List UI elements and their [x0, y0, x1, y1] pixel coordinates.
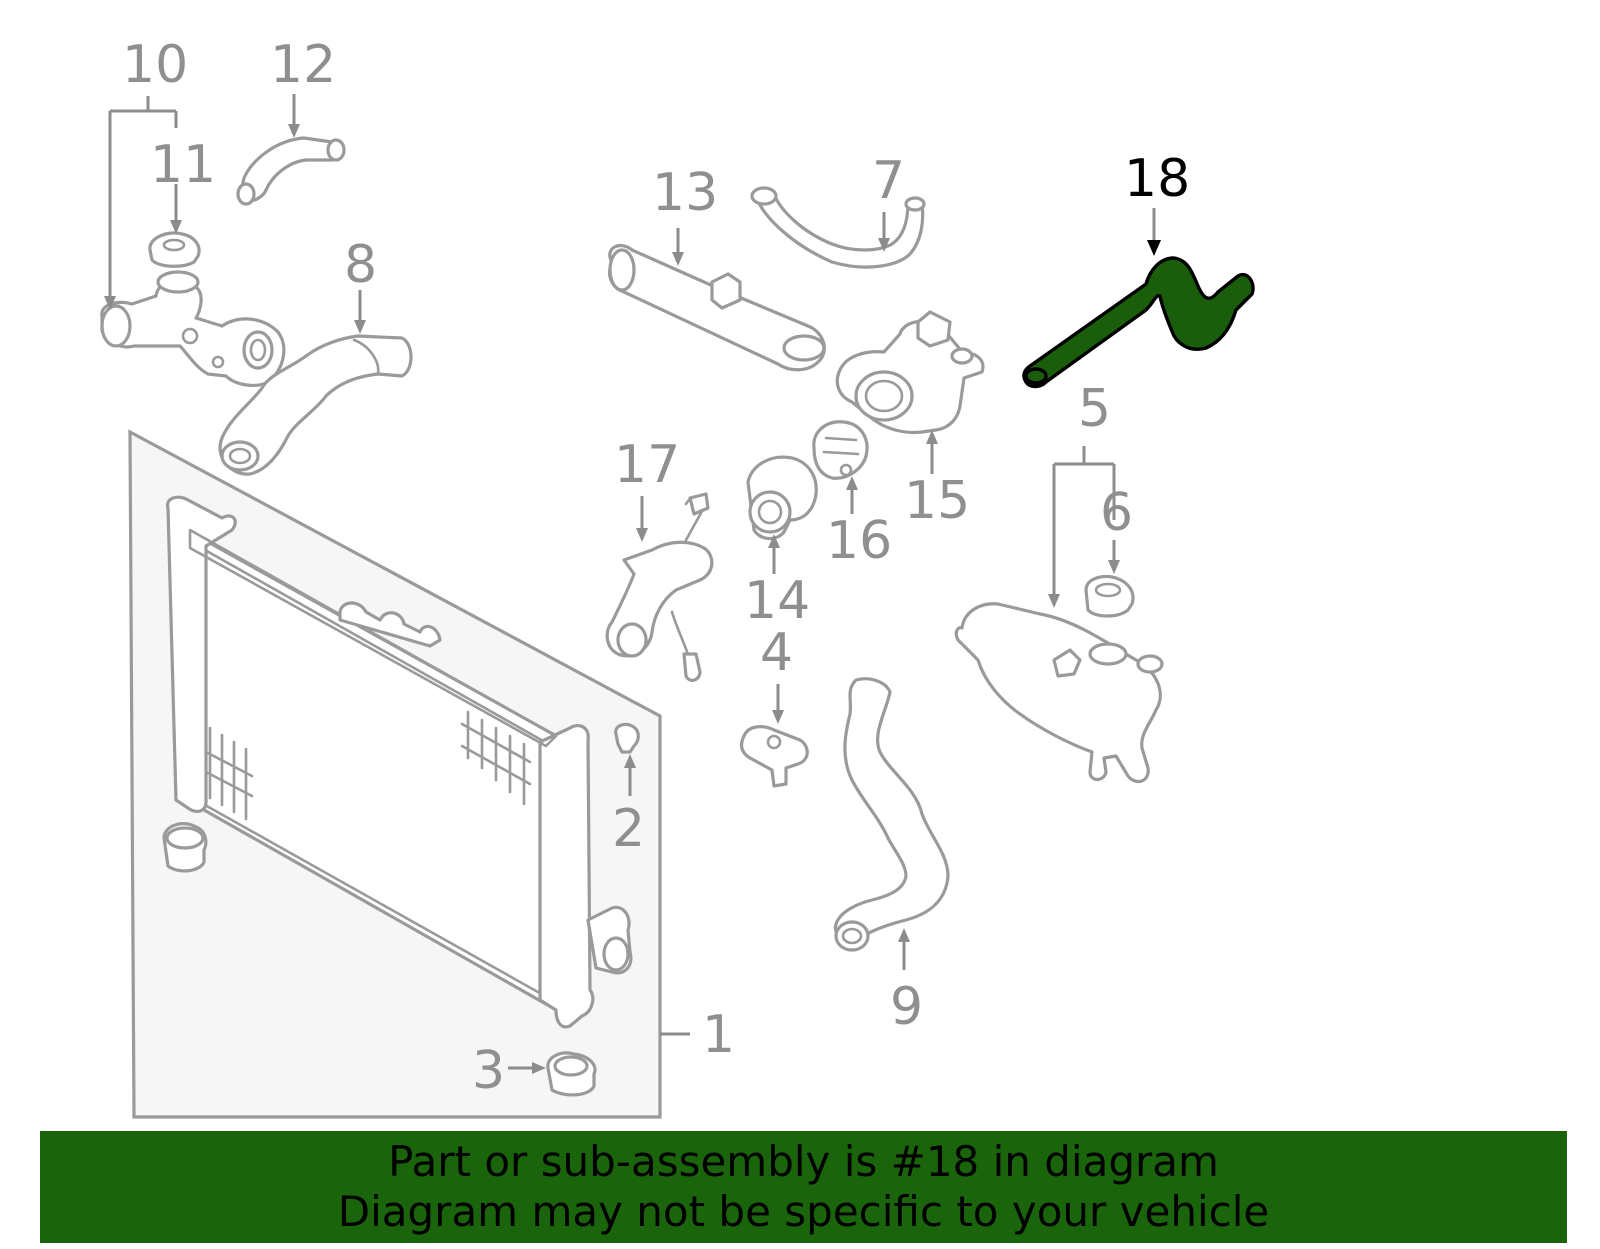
radiator-cap-11	[148, 231, 201, 268]
callout-7: 7	[872, 151, 905, 211]
thermostat-housing	[835, 310, 985, 435]
upper-radiator-hose	[218, 334, 413, 476]
callout-8: 8	[344, 235, 377, 295]
callout-17: 17	[614, 435, 680, 495]
highlighted-hose-18	[1022, 256, 1255, 389]
callout-16: 16	[826, 511, 892, 571]
highlighted-hose-end	[1024, 367, 1048, 385]
radiator-fins-left	[204, 726, 254, 821]
mount-bushing	[546, 1051, 597, 1097]
coolant-pipe	[608, 244, 826, 372]
leader-lines	[104, 94, 1161, 1074]
radiator-left-tank	[165, 495, 237, 813]
bypass-pipe-17	[605, 492, 714, 682]
callout-14: 14	[744, 571, 810, 631]
radiator-top-rail	[188, 528, 558, 748]
callout-1: 1	[702, 1005, 735, 1065]
callout-11: 11	[150, 135, 216, 195]
highlighted-part-18	[1022, 256, 1255, 389]
radiator-top-bumps	[338, 601, 442, 648]
radiator-right-tank	[538, 724, 595, 1029]
radiator-assembly	[128, 429, 662, 1119]
callout-4: 4	[760, 623, 793, 683]
water-inlet	[746, 455, 818, 541]
lower-radiator-hose	[833, 677, 950, 952]
callout-2: 2	[612, 799, 645, 859]
callout-9: 9	[890, 977, 923, 1037]
callout-12: 12	[270, 35, 336, 95]
callout-labels: 10 12 11 8 13 7 18 5 17 15 6 16 14 4 2 9…	[122, 35, 1190, 1101]
radiator-outlet-end	[602, 936, 630, 972]
callout-6: 6	[1100, 483, 1133, 543]
callout-15: 15	[904, 471, 970, 531]
coolant-reservoir	[954, 602, 1164, 784]
radiator-fins-right	[460, 710, 532, 806]
bracket	[739, 725, 809, 788]
callout-18: 18	[1124, 149, 1190, 209]
callout-13: 13	[652, 163, 718, 223]
water-outlet-housing	[100, 270, 286, 387]
radiator-left-mount-top	[165, 826, 205, 850]
callout-10: 10	[122, 35, 188, 95]
arrow-18	[1147, 240, 1161, 256]
callout-5: 5	[1078, 379, 1111, 439]
heater-hose-7	[750, 186, 926, 269]
banner-line-1: Part or sub-assembly is #18 in diagram	[388, 1137, 1219, 1186]
bypass-hose-12	[236, 136, 346, 206]
drain-plug	[614, 722, 640, 754]
part-notice-banner: Part or sub-assembly is #18 in diagram D…	[40, 1131, 1567, 1243]
callout-3: 3	[472, 1041, 505, 1101]
thermostat	[812, 420, 869, 480]
reservoir-cap	[1084, 574, 1135, 618]
banner-line-2: Diagram may not be specific to your vehi…	[337, 1187, 1270, 1236]
